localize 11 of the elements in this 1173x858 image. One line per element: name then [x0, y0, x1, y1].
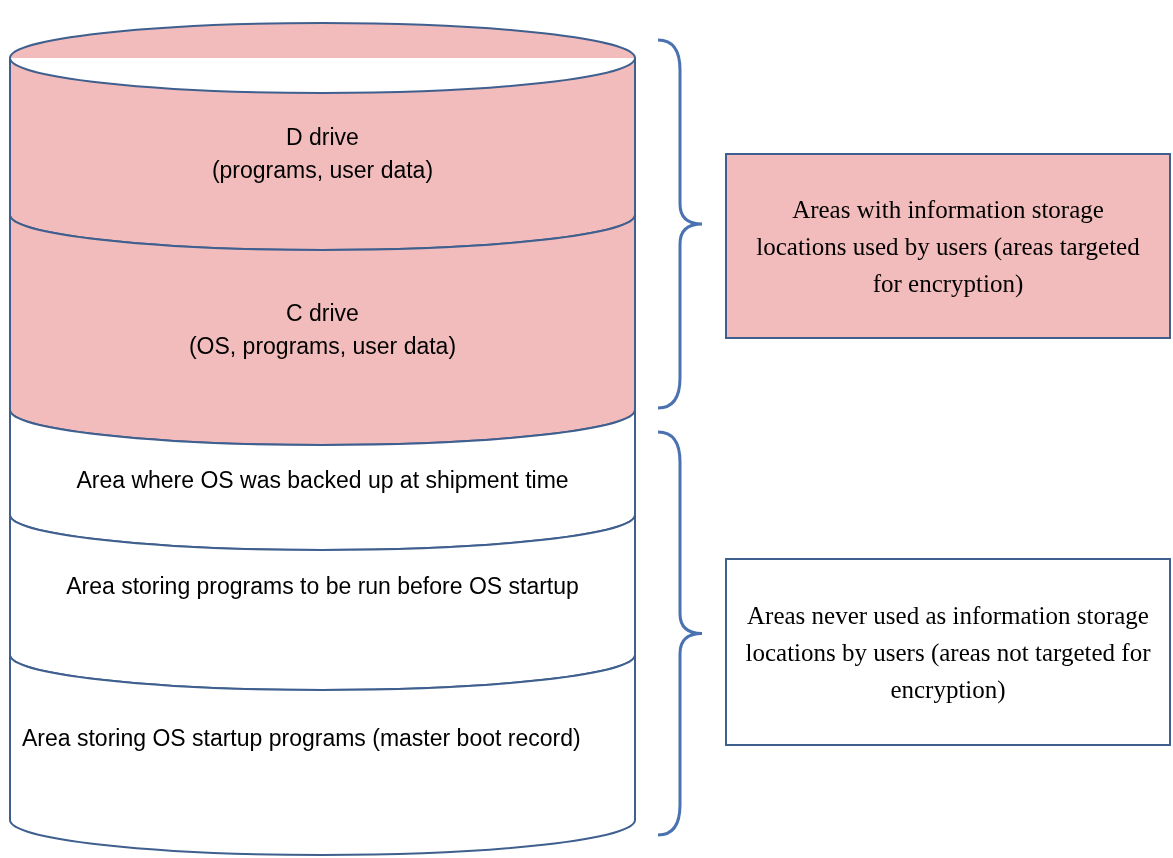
text-box	[725, 153, 1171, 339]
segment-label: (OS, programs, user data)	[187, 332, 458, 361]
segment-label: Area storing programs to be run before OS startup	[65, 571, 580, 601]
segment-label: C drive	[285, 299, 360, 328]
segment-label: D drive	[285, 123, 360, 152]
text-box	[725, 558, 1171, 746]
segment-label: Area where OS was backed up at shipment time	[75, 465, 570, 495]
segment-label: (programs, user data)	[210, 156, 435, 185]
box-text: Areas with information storage locations used by users (areas targeted for encryption)	[755, 194, 1141, 299]
segment-label: Area storing OS startup programs (master boot record)	[22, 724, 582, 753]
box-text: Areas never used as information storage locations by users (areas not targeted for encryption)	[745, 600, 1151, 706]
